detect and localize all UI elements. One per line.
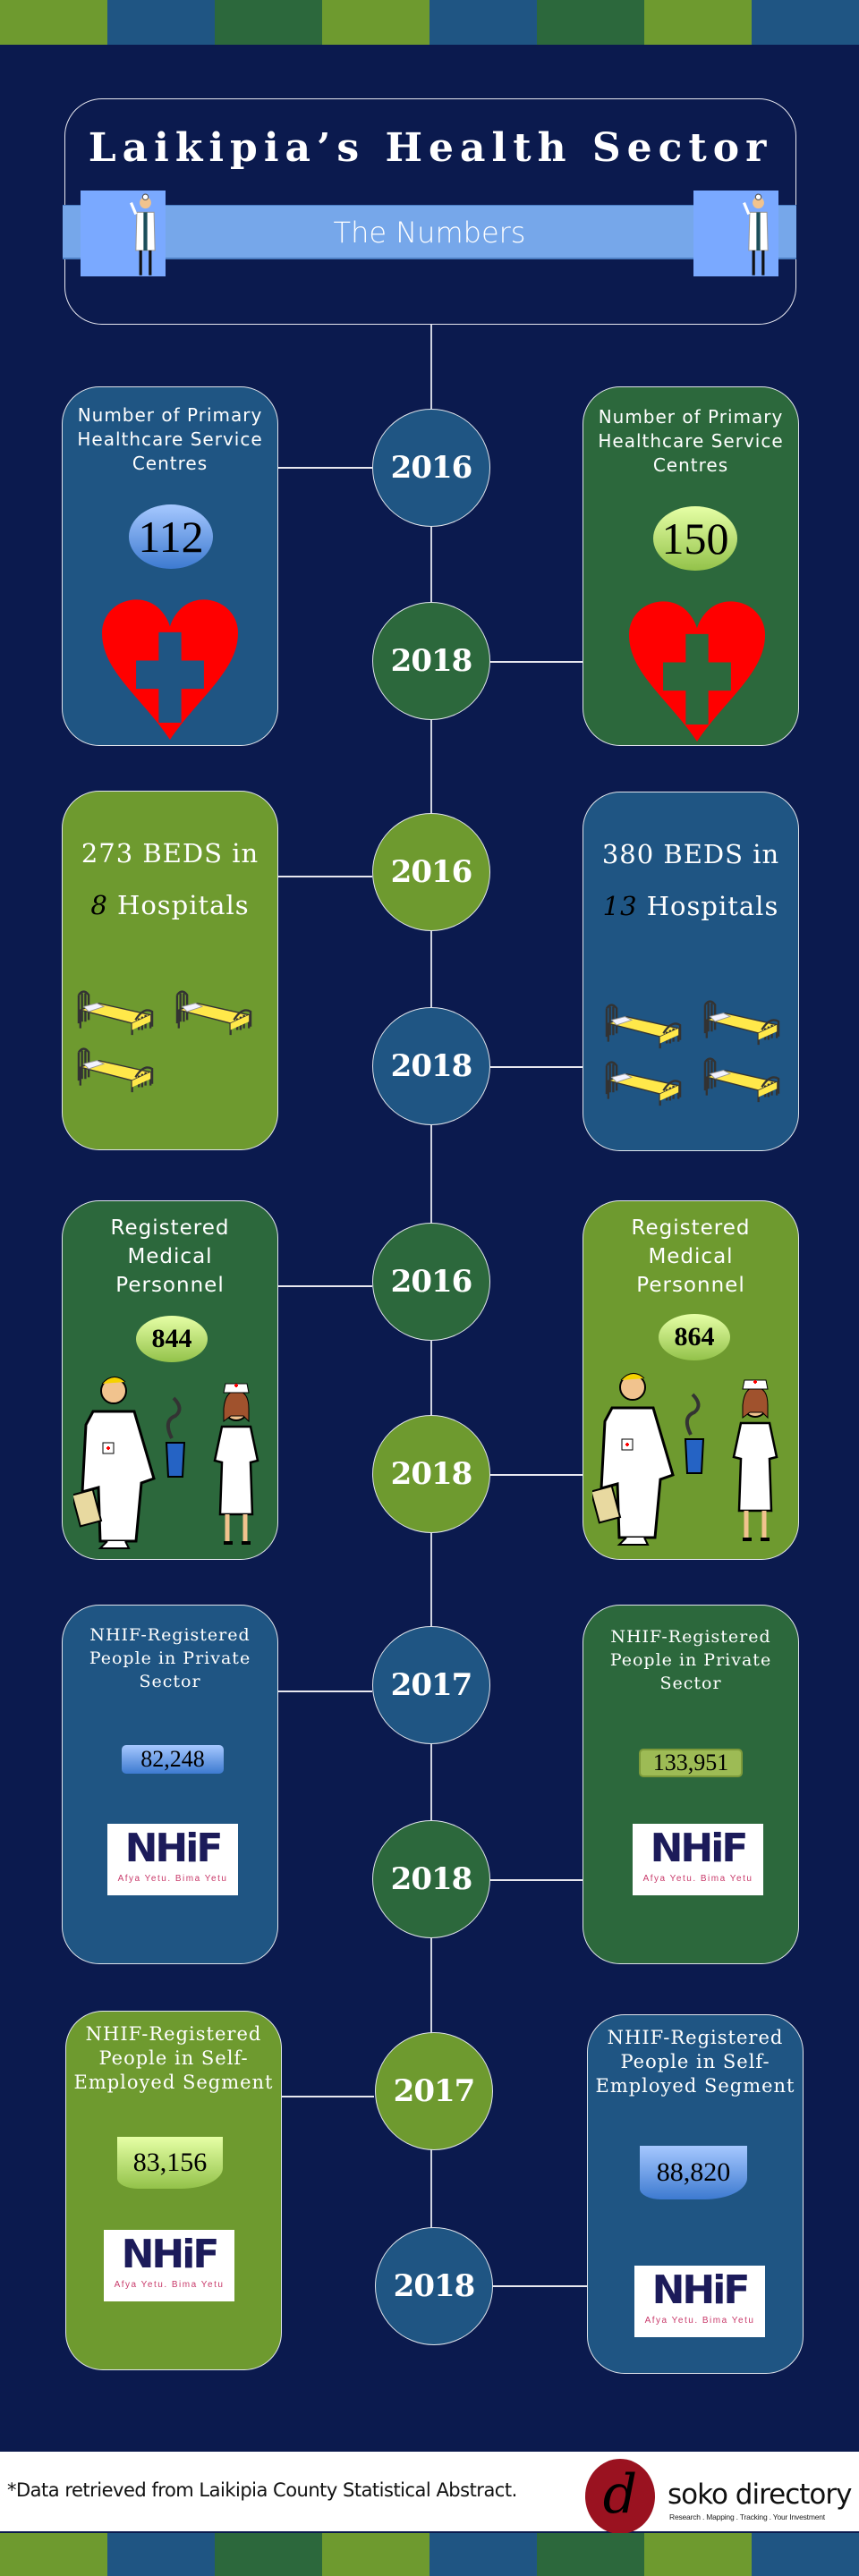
bed-icon	[172, 987, 256, 1037]
value-badge: 864	[659, 1314, 730, 1360]
card-title: 273 BEDS in 8 Hospitals	[63, 827, 277, 931]
beds-2016-card: 273 BEDS in 8 Hospitals	[62, 791, 278, 1150]
data-source-note: *Data retrieved from Laikipia County Sta…	[7, 2479, 517, 2501]
nhif-logo-text: NHiF	[121, 2232, 220, 2277]
year-2018-node: 2018	[372, 1820, 490, 1938]
value-badge: 150	[653, 506, 737, 571]
connector-line	[490, 1066, 583, 1068]
beds-count: 273	[81, 838, 134, 869]
value-badge: 112	[129, 504, 213, 569]
medical-personnel-2018-card: Registered Medical Personnel 864	[583, 1200, 799, 1560]
card-title: NHIF-Registered People in Private Sector	[89, 1625, 251, 1691]
brand-mark: d	[602, 2463, 638, 2526]
connector-line	[278, 467, 372, 469]
hospitals-count: 8	[90, 890, 108, 920]
card-title: Registered Medical Personnel	[631, 1216, 751, 1297]
nhif-tagline: Afya Yetu. Bima Yetu	[642, 1874, 753, 1884]
year-2016-node: 2016	[372, 813, 490, 931]
subtitle-banner: The Numbers	[63, 205, 796, 259]
healthcare-centres-2016-card: Number of Primary Healthcare Service Cen…	[62, 386, 278, 746]
connector-line	[490, 661, 583, 663]
nhif-tagline: Afya Yetu. Bima Yetu	[117, 1874, 228, 1884]
nhif-self-employed-2017-card: NHIF-Registered People in Self-Employed …	[65, 2011, 282, 2370]
connector-line	[278, 1285, 372, 1287]
doctor-nurse-icon	[73, 1371, 270, 1550]
value-badge: 82,248	[122, 1745, 224, 1774]
value-badge: 844	[136, 1316, 208, 1362]
nhif-logo: NHiF Afya Yetu. Bima Yetu	[633, 1824, 763, 1895]
footer: *Data retrieved from Laikipia County Sta…	[0, 2452, 859, 2534]
year-2018-node: 2018	[375, 2227, 493, 2345]
card-title: NHIF-Registered People in Self-Employed …	[595, 2027, 795, 2097]
bed-icon	[700, 996, 784, 1046]
year-2016-node: 2016	[372, 409, 490, 527]
year-2016-node: 2016	[372, 1223, 490, 1341]
top-color-stripe	[0, 0, 859, 45]
nhif-logo-text: NHiF	[124, 1826, 224, 1871]
doctor-nurse-icon	[592, 1368, 789, 1546]
bed-icon	[700, 1054, 784, 1104]
beds-count: 380	[601, 839, 655, 869]
card-title: Registered Medical Personnel	[110, 1216, 230, 1297]
connector-line	[278, 1690, 372, 1692]
nhif-logo: NHiF Afya Yetu. Bima Yetu	[634, 2266, 765, 2337]
card-title: NHIF-Registered People in Self-Employed …	[73, 2023, 274, 2093]
doctor-icon	[693, 191, 778, 276]
card-title: NHIF-Registered People in Private Sector	[609, 1627, 772, 1693]
title-text: BEDS in	[654, 839, 780, 869]
soko-directory-logo: d	[585, 2459, 655, 2534]
title-text: BEDS in	[133, 838, 259, 869]
connector-line	[278, 876, 372, 877]
nhif-private-2018-card: NHIF-Registered People in Private Sector…	[583, 1605, 799, 1964]
nhif-private-2017-card: NHIF-Registered People in Private Sector…	[62, 1605, 278, 1964]
year-2018-node: 2018	[372, 1007, 490, 1125]
brand-name: soko directory	[668, 2479, 852, 2511]
hospitals-count: 13	[602, 891, 638, 921]
year-2018-node: 2018	[372, 602, 490, 720]
nhif-tagline: Afya Yetu. Bima Yetu	[644, 2316, 755, 2326]
value-badge: 88,820	[640, 2146, 747, 2199]
page-title: Laikipia’s Health Sector	[88, 125, 773, 171]
nhif-logo: NHiF Afya Yetu. Bima Yetu	[104, 2230, 234, 2301]
title-text: Hospitals	[637, 891, 779, 921]
nhif-tagline: Afya Yetu. Bima Yetu	[114, 2280, 225, 2290]
connector-line	[490, 1879, 583, 1881]
title-text: Hospitals	[107, 890, 250, 920]
nhif-logo-text: NHiF	[651, 2267, 751, 2313]
bottom-color-stripe	[0, 2533, 859, 2576]
brand-tagline: Research . Mapping . Tracking . Your Inv…	[669, 2512, 825, 2521]
bed-icon	[601, 1057, 685, 1107]
heart-cross-icon	[619, 600, 775, 741]
connector-line	[281, 2096, 374, 2097]
bed-icon	[601, 1000, 685, 1050]
year-2018-node: 2018	[372, 1415, 490, 1533]
value-badge: 83,156	[117, 2137, 223, 2189]
year-2017-node: 2017	[375, 2032, 493, 2150]
beds-2018-card: 380 BEDS in 13 Hospitals	[583, 792, 799, 1151]
card-title: Number of Primary Healthcare Service Cen…	[77, 404, 263, 474]
connector-line	[490, 1474, 583, 1476]
heart-cross-icon	[92, 598, 248, 740]
nhif-logo: NHiF Afya Yetu. Bima Yetu	[107, 1824, 238, 1895]
doctor-icon	[81, 191, 166, 276]
value-badge: 133,951	[639, 1749, 743, 1777]
bed-icon	[73, 987, 157, 1037]
medical-personnel-2016-card: Registered Medical Personnel 844	[62, 1200, 278, 1560]
card-title: 380 BEDS in 13 Hospitals	[583, 828, 798, 932]
card-title: Number of Primary Healthcare Service Cen…	[598, 406, 784, 476]
year-2017-node: 2017	[372, 1626, 490, 1744]
nhif-self-employed-2018-card: NHIF-Registered People in Self-Employed …	[587, 2014, 804, 2374]
healthcare-centres-2018-card: Number of Primary Healthcare Service Cen…	[583, 386, 799, 746]
bed-icon	[73, 1044, 157, 1094]
connector-line	[492, 2285, 587, 2287]
nhif-logo-text: NHiF	[650, 1826, 749, 1871]
